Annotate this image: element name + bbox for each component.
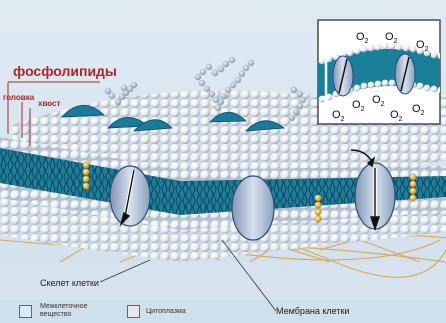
head-label: головка bbox=[3, 94, 34, 102]
tail-label: хвост bbox=[38, 100, 60, 108]
legend-label-extracellular: Межклеточное вещество bbox=[40, 303, 110, 319]
legend-label-cytoplasm: Цитоплазма bbox=[146, 308, 186, 315]
legend-swatch-extracellular bbox=[19, 305, 32, 318]
phospholipids-label: фосфолипиды bbox=[13, 64, 117, 78]
cell-membrane-label: Мембрана клетки bbox=[276, 307, 349, 316]
cytoskeleton-label: Скелет клетки bbox=[40, 279, 99, 288]
oxygen-inset: O2 O2 O2 O2 O2 O2 O2 O2 bbox=[318, 20, 444, 124]
legend-swatch-cytoplasm bbox=[127, 305, 140, 318]
